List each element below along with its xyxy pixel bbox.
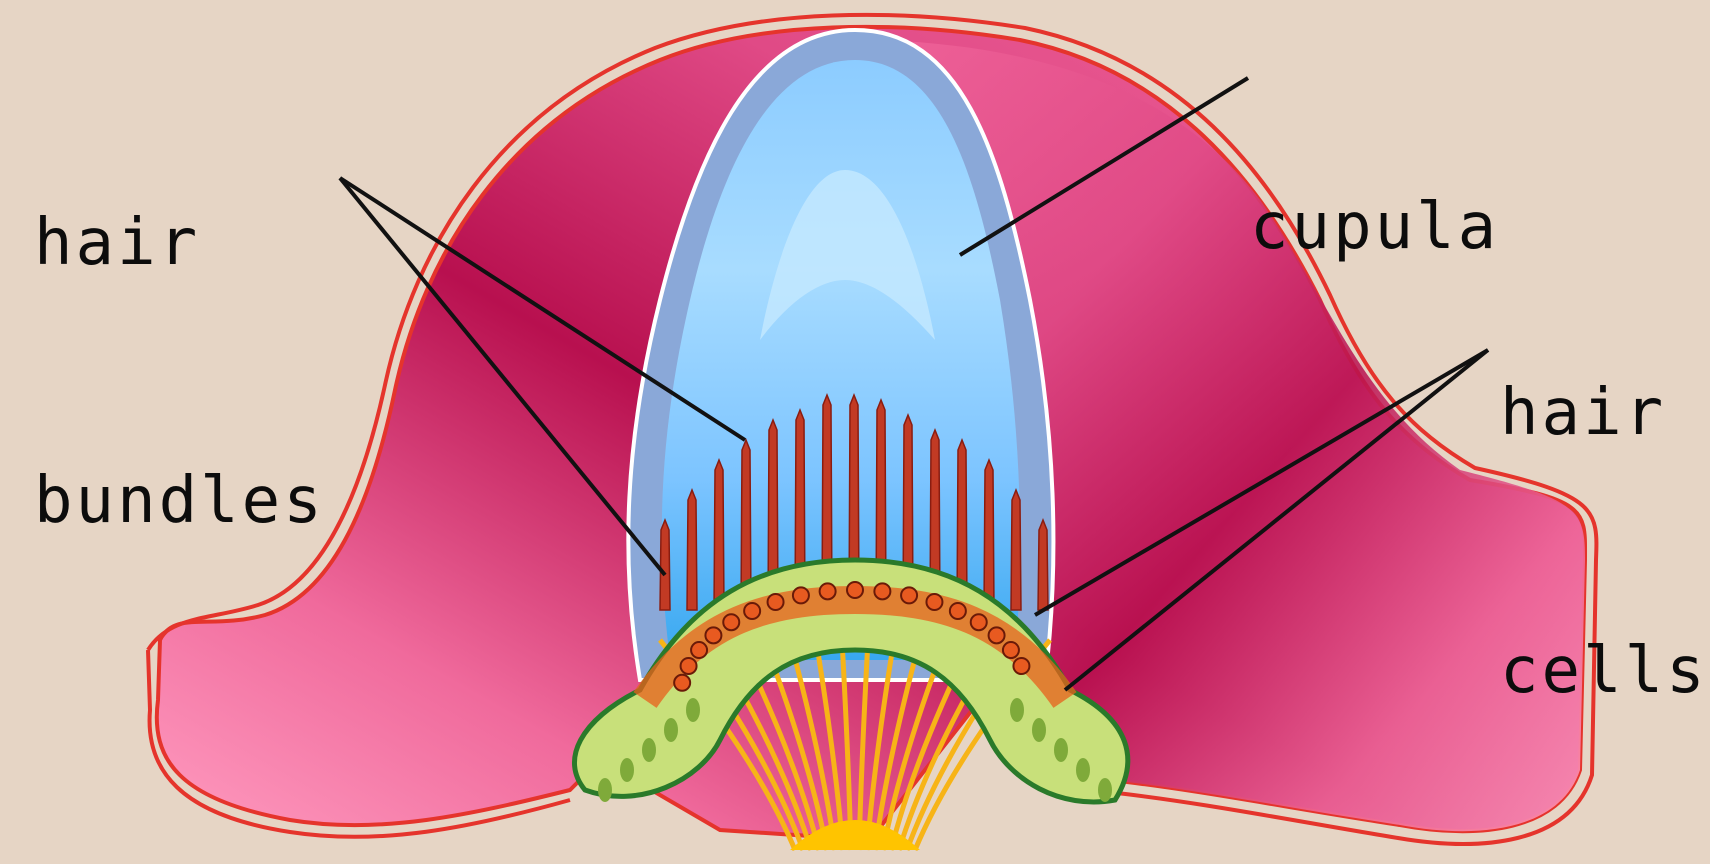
- hair-cell-nucleus: [793, 587, 809, 603]
- label-hair-bundles-line1: hair: [34, 200, 325, 286]
- hair-cell-nucleus: [820, 583, 836, 599]
- support-cell: [598, 778, 612, 802]
- hair-cell-nucleus: [971, 614, 987, 630]
- label-cupula-text: cupula: [1250, 184, 1499, 270]
- label-hair-cells-line2: cells: [1500, 628, 1708, 714]
- hair-cell-nucleus: [674, 675, 690, 691]
- hair-cell-nucleus: [681, 658, 697, 674]
- hair-cell-nucleus: [744, 603, 760, 619]
- hair-cell-nucleus: [989, 627, 1005, 643]
- label-hair-bundles-line2: bundles: [34, 458, 325, 544]
- hair-bundle: [1011, 490, 1021, 610]
- label-cupula: cupula: [1250, 12, 1499, 356]
- support-cell: [1054, 738, 1068, 762]
- hair-cell-nucleus: [847, 582, 863, 598]
- support-cell: [1032, 718, 1046, 742]
- support-cell: [1098, 778, 1112, 802]
- label-hair-cells-line1: hair: [1500, 370, 1708, 456]
- hair-cell-nucleus: [1013, 658, 1029, 674]
- hair-cell-nucleus: [705, 627, 721, 643]
- support-cell: [620, 758, 634, 782]
- hair-cell-nucleus: [926, 594, 942, 610]
- hair-cell-nucleus: [723, 614, 739, 630]
- hair-cell-nucleus: [768, 594, 784, 610]
- hair-bundle: [1038, 520, 1048, 610]
- hair-bundle: [687, 490, 697, 610]
- hair-bundle: [714, 460, 724, 610]
- support-cell: [1076, 758, 1090, 782]
- hair-cell-nucleus: [901, 587, 917, 603]
- hair-bundle: [660, 520, 670, 610]
- label-hair-bundles: hair bundles: [34, 28, 325, 630]
- support-cell: [664, 718, 678, 742]
- hair-bundle: [984, 460, 994, 610]
- hair-cell-nucleus: [950, 603, 966, 619]
- hair-cell-nucleus: [691, 642, 707, 658]
- hair-cell-nucleus: [874, 583, 890, 599]
- support-cell: [686, 698, 700, 722]
- label-hair-cells: hair cells: [1500, 198, 1708, 800]
- support-cell: [1010, 698, 1024, 722]
- support-cell: [642, 738, 656, 762]
- hair-cell-nucleus: [1003, 642, 1019, 658]
